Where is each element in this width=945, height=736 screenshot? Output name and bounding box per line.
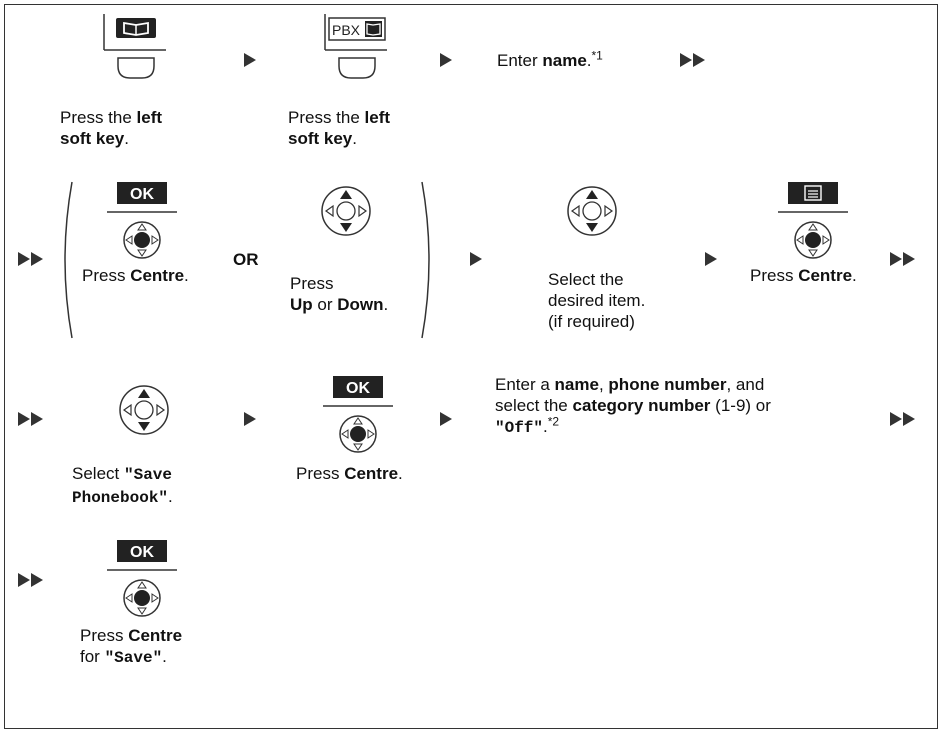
continue-arrow-icon: [890, 252, 922, 266]
enter-name-instruction: Enter name.*1: [497, 48, 603, 70]
svg-text:OK: OK: [130, 544, 154, 561]
next-arrow-icon: [705, 252, 717, 266]
right-paren: [421, 181, 430, 339]
instruction-frame: [4, 4, 938, 729]
next-arrow-icon: [440, 412, 452, 426]
continue-arrow-icon: [18, 412, 50, 426]
continue-arrow-icon: [680, 53, 712, 67]
phonebook-softkey-icon: [103, 14, 166, 79]
navigator-icon: [119, 385, 169, 435]
svg-text:PBX: PBX: [332, 22, 361, 38]
press-centre-label-3: Press Centre.: [296, 464, 403, 483]
next-arrow-icon: [244, 53, 256, 67]
svg-text:OK: OK: [130, 186, 154, 203]
menu-centre-key-icon: [778, 182, 848, 259]
press-centre-label-2: Press Centre.: [750, 266, 857, 285]
next-arrow-icon: [244, 412, 256, 426]
next-arrow-icon: [440, 53, 452, 67]
select-item-label: Select the desired item. (if required): [548, 270, 646, 331]
pbx-phonebook-softkey-icon: PBX: [324, 14, 387, 79]
press-left-softkey-2: Press the left soft key.: [288, 108, 391, 148]
press-centre-label: Press Centre.: [82, 266, 189, 285]
or-label: OR: [233, 250, 259, 269]
next-arrow-icon: [470, 252, 482, 266]
press-left-softkey-1: Press the left soft key.: [60, 108, 163, 148]
continue-arrow-icon: [18, 573, 50, 587]
continue-arrow-icon: [18, 252, 50, 266]
ok-centre-key-icon: OK: [107, 182, 177, 259]
select-save-phonebook-label: Select "Save Phonebook".: [72, 464, 173, 507]
navigator-up-down-icon: [321, 186, 371, 236]
enter-entry-details: Enter a name, phone number, and select t…: [495, 375, 771, 437]
left-paren: [64, 181, 73, 339]
ok-centre-key-icon: OK: [323, 376, 393, 453]
navigator-icon: [567, 186, 617, 236]
press-up-down-label: Press Up or Down.: [290, 274, 389, 314]
continue-arrow-icon: [890, 412, 922, 426]
svg-text:OK: OK: [346, 380, 370, 397]
ok-centre-key-icon: OK: [107, 540, 177, 617]
press-centre-save-label: Press Centre for "Save".: [80, 626, 183, 667]
